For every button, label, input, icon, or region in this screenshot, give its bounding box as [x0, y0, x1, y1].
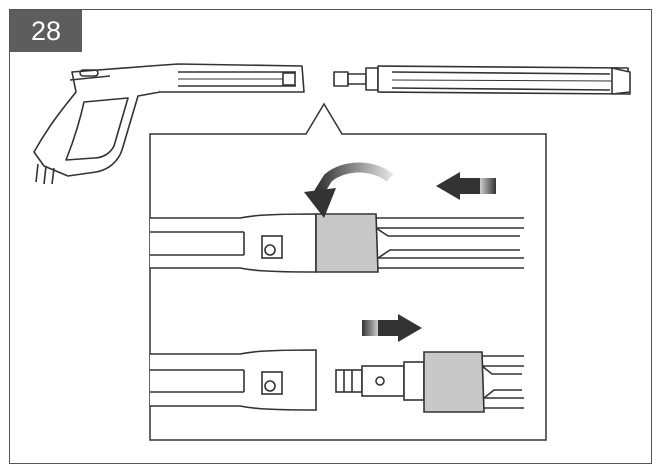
detail-separated — [150, 349, 524, 413]
spray-gun — [33, 63, 305, 185]
arrow-left-icon — [436, 172, 496, 200]
step-number-badge: 28 — [10, 10, 82, 52]
curved-rotate-arrow-icon — [304, 162, 394, 218]
arrow-right-icon — [362, 314, 422, 342]
spray-lance — [333, 65, 631, 95]
detail-connected — [150, 213, 524, 273]
